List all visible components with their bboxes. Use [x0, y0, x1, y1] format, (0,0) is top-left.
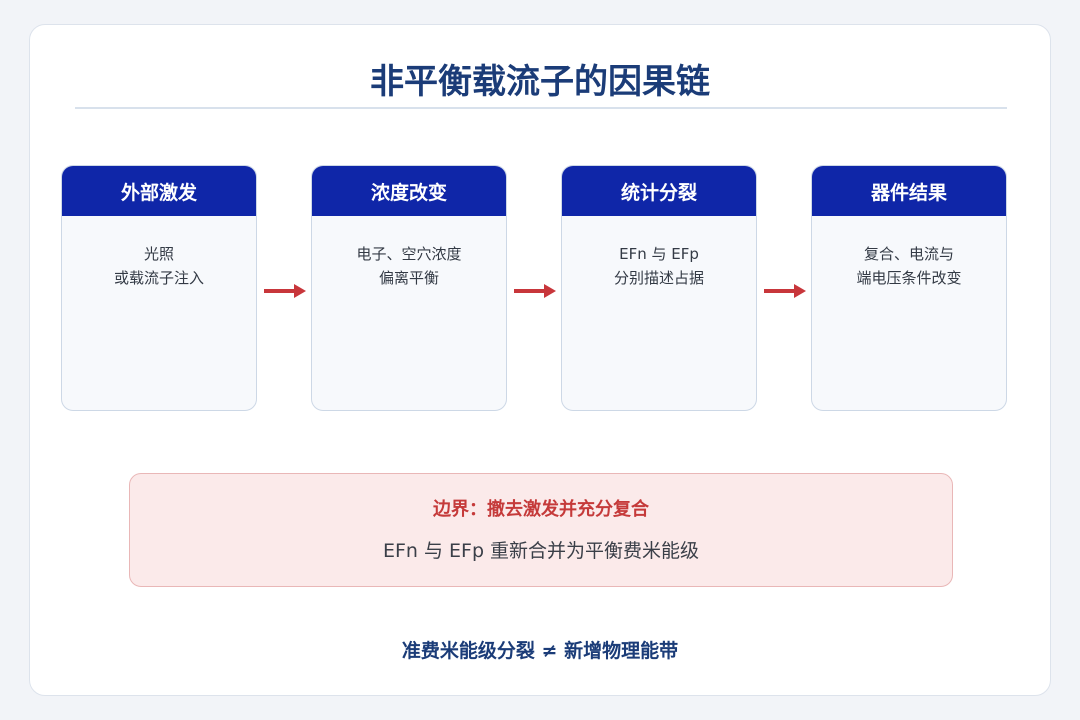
step-statistical-split: 统计分裂 EFn 与 EFp 分别描述占据	[561, 165, 757, 411]
step-4-line-1: 复合、电流与	[863, 245, 954, 263]
step-concentration-change: 浓度改变 电子、空穴浓度 偏离平衡	[311, 165, 507, 411]
diagram-card: 非平衡载流子的因果链 外部激发 光照 或载流子注入 浓度改变 电子、空穴浓度 偏…	[29, 24, 1051, 696]
boundary-box: 边界：撤去激发并充分复合 EFn 与 EFp 重新合并为平衡费米能级	[129, 473, 953, 587]
step-2-line-2: 偏离平衡	[378, 269, 439, 287]
arrow-right-icon	[264, 284, 306, 298]
boundary-title: 边界：撤去激发并充分复合	[433, 499, 649, 520]
step-4-body: 复合、电流与 端电压条件改变	[812, 216, 1006, 290]
footer-note: 准费米能级分裂 ≠ 新增物理能带	[401, 640, 679, 662]
step-3-body: EFn 与 EFp 分别描述占据	[562, 216, 756, 290]
boundary-text: EFn 与 EFp 重新合并为平衡费米能级	[382, 540, 700, 562]
step-3-line-2: 分别描述占据	[613, 269, 704, 287]
step-1-body: 光照 或载流子注入	[62, 216, 256, 290]
arrow-right-icon	[514, 284, 556, 298]
step-4-title: 器件结果	[812, 166, 1006, 216]
step-1-line-1: 光照	[143, 245, 174, 263]
step-4-line-2: 端电压条件改变	[856, 269, 962, 287]
step-device-result: 器件结果 复合、电流与 端电压条件改变	[811, 165, 1007, 411]
step-2-line-1: 电子、空穴浓度	[356, 245, 462, 263]
title-divider	[75, 107, 1007, 109]
step-3-line-1: EFn 与 EFp	[619, 245, 699, 263]
step-3-title: 统计分裂	[562, 166, 756, 216]
step-2-body: 电子、空穴浓度 偏离平衡	[312, 216, 506, 290]
step-2-title: 浓度改变	[312, 166, 506, 216]
diagram-title: 非平衡载流子的因果链	[370, 62, 710, 102]
step-1-line-2: 或载流子注入	[113, 269, 204, 287]
arrow-right-icon	[764, 284, 806, 298]
step-external-excitation: 外部激发 光照 或载流子注入	[61, 165, 257, 411]
step-1-title: 外部激发	[62, 166, 256, 216]
